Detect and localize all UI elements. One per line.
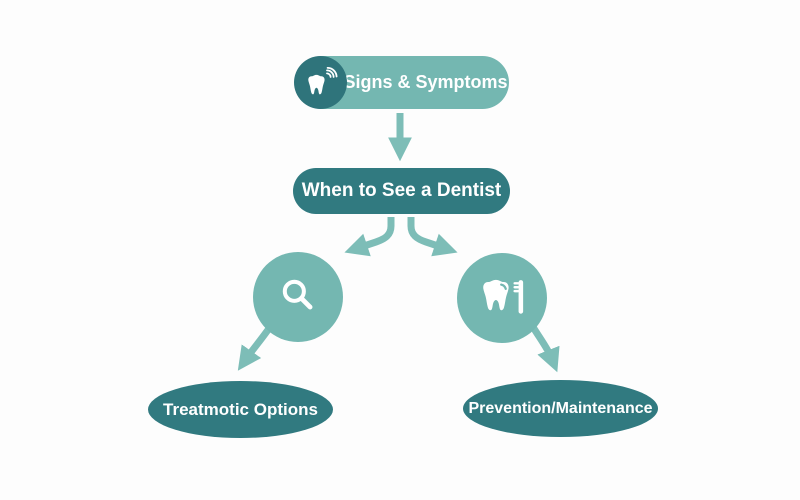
node-oral-hygiene xyxy=(457,253,547,343)
arrow-examination-to-treatment xyxy=(237,325,273,371)
node-when-to-see-dentist: When to See a Dentist xyxy=(293,168,510,214)
arrow-when-to-examination xyxy=(344,217,395,257)
node-when-to-see-dentist-label: When to See a Dentist xyxy=(301,180,502,201)
node-prevention-maintenance-label: Prevention/Maintenance xyxy=(468,399,653,417)
arrow-hygiene-to-prevention xyxy=(530,325,560,373)
node-treatment-options: Treatmotic Options xyxy=(148,381,333,438)
node-signs-symptoms: Signs & Symptoms xyxy=(294,56,509,109)
node-examination xyxy=(253,252,343,342)
node-signs-symptoms-label: Signs & Symptoms xyxy=(343,72,508,92)
tooth-pain-icon xyxy=(294,56,347,109)
magnifier-icon xyxy=(276,273,320,322)
arrow-when-to-hygiene xyxy=(407,217,458,257)
tooth-toothbrush-icon xyxy=(476,274,528,323)
node-prevention-maintenance: Prevention/Maintenance xyxy=(463,380,658,437)
node-treatment-options-label: Treatmotic Options xyxy=(163,399,318,419)
